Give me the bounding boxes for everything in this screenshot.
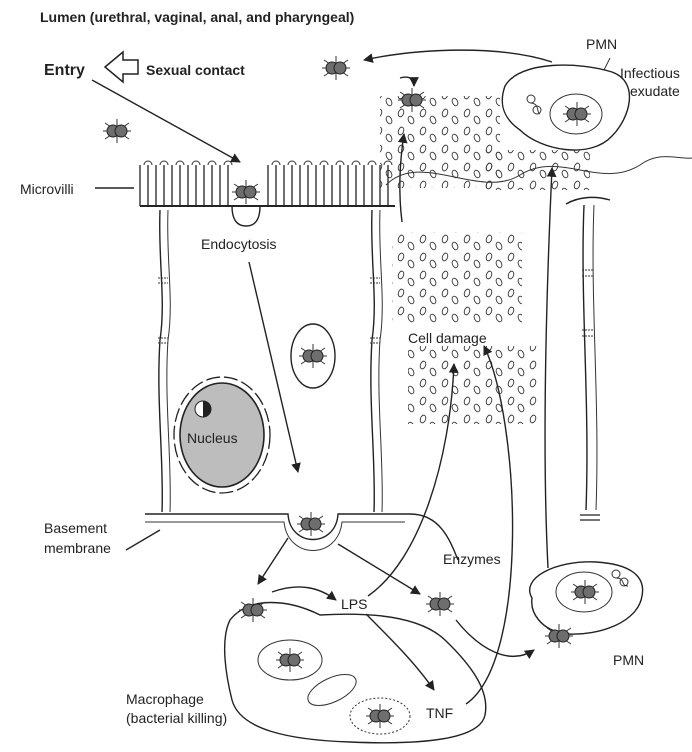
bacterium-basement <box>297 512 325 536</box>
label-endocytosis: Endocytosis <box>201 236 276 252</box>
arrow-entry <box>92 80 240 162</box>
open-arrow-icon <box>105 52 138 82</box>
label-basement: Basement <box>44 520 107 536</box>
microvilli-brush <box>140 161 392 206</box>
label-macrophage: Macrophage <box>126 691 204 707</box>
basement-pointer <box>126 530 160 550</box>
bacterium-lumen-left <box>103 119 131 143</box>
label-enzymes: Enzymes <box>443 551 501 567</box>
label-nucleus: Nucleus <box>187 430 238 446</box>
macrophage-cell <box>225 603 486 743</box>
cell-damage-debris-lower <box>408 346 538 424</box>
pmn-cell-bottom <box>530 562 643 634</box>
arrow-bact-to-pmn <box>456 620 534 656</box>
bacterium-macrophage-vacuole <box>276 648 304 672</box>
bacterium-entering <box>232 180 260 204</box>
bacterium-lumen-top <box>322 56 350 80</box>
label-tnf: TNF <box>426 705 453 721</box>
arrow-to-lps <box>272 587 336 600</box>
arrow-to-macrophage <box>258 538 288 584</box>
arrow-pmn-to-lumen <box>364 50 552 62</box>
bacterium-killed <box>366 704 394 728</box>
label-lps: LPS <box>341 596 367 612</box>
bacterium-vacuole <box>299 344 327 368</box>
pmn-cell-top <box>502 65 629 150</box>
label-membrane: membrane <box>44 540 111 556</box>
bacterium-free <box>426 592 454 616</box>
label-infectious: Infectious <box>620 65 680 81</box>
label-sexual-contact: Sexual contact <box>146 62 245 78</box>
label-microvilli: Microvilli <box>20 181 74 197</box>
title-lumen: Lumen (urethral, vaginal, anal, and phar… <box>40 9 354 25</box>
label-pmn-top: PMN <box>586 36 617 52</box>
arrow-to-exudate-bact <box>400 77 414 86</box>
label-exudate: exudate <box>630 83 680 99</box>
cell-damage-debris-upper <box>392 232 522 324</box>
exudate-debris-right <box>480 150 590 190</box>
bacterium-pmn-top <box>563 102 591 126</box>
pmn-top-pointer <box>604 58 610 70</box>
label-bacterial-killing: (bacterial killing) <box>126 710 227 726</box>
label-entry: Entry <box>44 62 85 79</box>
bacterium-pmn-bottom <box>571 580 599 604</box>
arrow-pmn-to-exudate <box>545 168 552 568</box>
label-cell-damage: Cell damage <box>408 330 487 346</box>
bacterium-pmn-bottom-edge <box>545 624 573 648</box>
arrow-lps-to-tnf <box>366 614 434 690</box>
label-pmn-bottom: PMN <box>613 652 644 668</box>
bacterium-macrophage-edge <box>239 598 267 622</box>
